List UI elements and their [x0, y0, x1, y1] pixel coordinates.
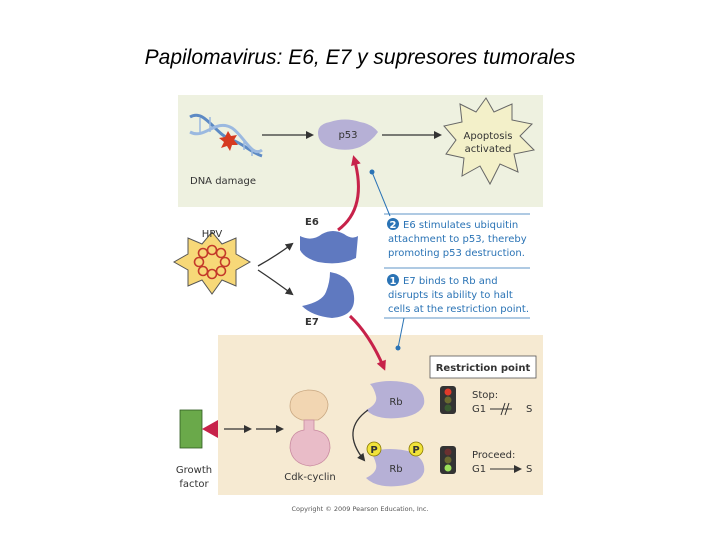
slide-title: Papilomavirus: E6, E7 y supresores tumor…	[144, 46, 576, 69]
p53-protein	[318, 119, 378, 150]
cdk-cyclin-label: Cdk-cyclin	[284, 472, 336, 483]
stop-traffic-light-icon	[440, 386, 456, 414]
hpv-genome-ring	[193, 244, 231, 280]
proceed-g1-label: G1	[472, 464, 486, 475]
e7-label: E7	[305, 317, 319, 328]
cyclin-protein	[289, 389, 329, 421]
apoptosis-line2: activated	[465, 144, 512, 155]
e7-protein	[302, 272, 355, 318]
stop-s-label: S	[526, 404, 532, 415]
step1-line1: E7 binds to Rb and	[403, 276, 498, 287]
arrow-e6-to-p53	[337, 155, 361, 232]
step1-badge	[387, 274, 399, 286]
hpv-label: HPV	[202, 229, 223, 240]
growth-factor-line2: factor	[179, 479, 209, 490]
cdk-protein	[289, 419, 331, 467]
apoptosis-line1: Apoptosis	[464, 131, 513, 142]
step2-number: 2	[390, 220, 397, 231]
rb-top-label: Rb	[389, 397, 402, 408]
phosphate-1	[366, 441, 382, 457]
step2-connector	[371, 171, 391, 217]
restriction-point-label: Restriction point	[436, 363, 531, 374]
dna-damage-label: DNA damage	[190, 176, 256, 187]
hpv-virus-icon	[172, 231, 252, 295]
growth-factor-line1: Growth	[176, 465, 212, 476]
rb-bottom-protein	[366, 449, 425, 487]
arrow-hpv-to-e7	[257, 269, 294, 296]
growth-factor-ligand	[202, 420, 218, 438]
growth-factor-receptor	[179, 409, 203, 449]
step2-line2: attachment to p53, thereby	[388, 234, 527, 245]
dna-helix-icon	[189, 113, 263, 158]
rb-bottom-label: Rb	[389, 464, 402, 475]
phosphate-1-label: P	[370, 445, 377, 456]
arrow-rb-phosphorylation	[352, 409, 369, 462]
step1-connector	[397, 317, 405, 349]
dna-damage-burst-icon	[219, 131, 238, 151]
copyright: Copyright © 2009 Pearson Education, Inc.	[291, 505, 428, 513]
phosphate-2	[408, 441, 424, 457]
phosphate-2-label: P	[412, 445, 419, 456]
e6-label: E6	[305, 217, 319, 228]
p53-label: p53	[338, 130, 357, 141]
e6-protein	[300, 231, 358, 264]
apoptosis-burst	[443, 97, 536, 186]
step1-line3: cells at the restriction point.	[388, 304, 529, 315]
step2-badge	[387, 218, 399, 230]
step1-number: 1	[390, 276, 397, 287]
stop-label: Stop:	[472, 390, 498, 401]
rb-top-protein	[366, 381, 425, 419]
proceed-traffic-light-icon	[440, 446, 456, 474]
arrow-e7-to-rb	[348, 314, 386, 371]
step1-line2: disrupts its ability to halt	[388, 290, 513, 301]
step2-line3: promoting p53 destruction.	[388, 248, 525, 259]
arrow-hpv-to-e6	[257, 242, 294, 267]
stop-g1-label: G1	[472, 404, 486, 415]
restriction-point-box	[429, 355, 537, 379]
proceed-s-label: S	[526, 464, 532, 475]
step2-line1: E6 stimulates ubiquitin	[403, 220, 518, 231]
proceed-label: Proceed:	[472, 450, 515, 461]
